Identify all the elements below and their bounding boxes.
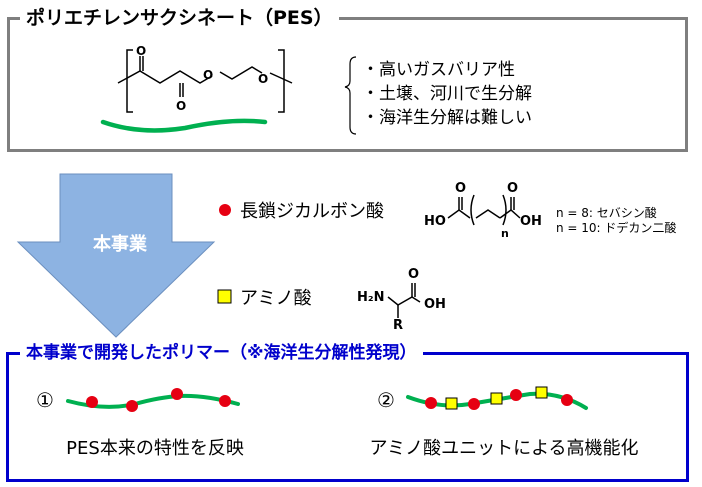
amino-o: O	[408, 267, 420, 282]
pes-chain-line	[100, 118, 268, 133]
polymer-2-unit-yellow	[535, 386, 548, 399]
polymer-2-unit-red	[561, 394, 573, 406]
yellow-square-marker	[217, 289, 232, 304]
arrow-label: 本事業	[93, 234, 147, 255]
amino-h2n: H₂N	[357, 290, 385, 305]
dicarboxylic-o2: O	[507, 181, 519, 196]
polymer-2-number: ②	[377, 388, 395, 412]
polymer-2-unit-red	[468, 398, 480, 410]
polymer-1	[66, 388, 240, 412]
polymer-1-unit-red	[171, 388, 183, 400]
dicarboxylic-oh: OH	[520, 214, 542, 229]
dicarboxylic-note-1: n = 8: セバシン酸	[556, 206, 657, 220]
pes-o-label-3: O	[176, 99, 186, 113]
polymer-2-unit-red	[510, 389, 522, 401]
pes-properties: ・高いガスバリア性 ・土壌、河川で生分解 ・海洋生分解は難しい	[362, 58, 532, 130]
right-bracket	[278, 49, 285, 113]
polymer-2-caption: アミノ酸ユニットによる高機能化	[369, 438, 639, 459]
pes-backbone	[117, 70, 213, 84]
dicarboxylic-acid-label: 長鎖ジカルボン酸	[240, 201, 384, 222]
pes-title: ポリエチレンサクシネート（PES）	[20, 4, 339, 32]
polymer-2-unit-yellow	[490, 392, 503, 405]
pes-o-label-1: O	[136, 44, 146, 58]
dicarboxylic-ho: HO	[424, 214, 446, 229]
pes-property-3: ・海洋生分解は難しい	[362, 108, 532, 128]
polymer-1-caption: PES本来の特性を反映	[66, 438, 244, 459]
dicarboxylic-structure	[447, 194, 521, 226]
properties-brace	[344, 56, 357, 135]
polymer-1-number: ①	[36, 388, 54, 412]
amino-oh: OH	[424, 297, 446, 312]
polymer-1-chain	[66, 393, 240, 409]
amino-r: R	[393, 318, 404, 333]
pes-property-1: ・高いガスバリア性	[362, 60, 515, 80]
polymer-2-unit-red	[425, 397, 437, 409]
left-bracket	[126, 49, 133, 113]
developed-polymer-title: 本事業で開発したポリマー（※海洋生分解性発現）	[20, 340, 423, 366]
dicarboxylic-note-2: n = 10: ドデカン二酸	[556, 221, 677, 235]
dicarboxylic-o1: O	[455, 181, 467, 196]
pes-panel	[7, 17, 688, 152]
polymer-1-unit-red	[86, 396, 98, 408]
polymer-2	[406, 386, 588, 410]
polymer-1-unit-red	[126, 400, 138, 412]
pes-property-2: ・土壌、河川で生分解	[362, 84, 532, 104]
dicarboxylic-n-subscript: n	[501, 227, 509, 240]
down-arrow	[16, 173, 216, 338]
red-circle-marker	[219, 204, 231, 216]
amino-acid-label: アミノ酸	[240, 288, 312, 309]
pes-structure	[117, 49, 293, 113]
polymer-1-unit-red	[219, 395, 231, 407]
amino-acid-structure	[387, 283, 421, 318]
pes-o-label-2: O	[203, 68, 213, 82]
pes-o-label-4: O	[258, 72, 268, 86]
polymer-2-unit-yellow	[445, 397, 458, 410]
